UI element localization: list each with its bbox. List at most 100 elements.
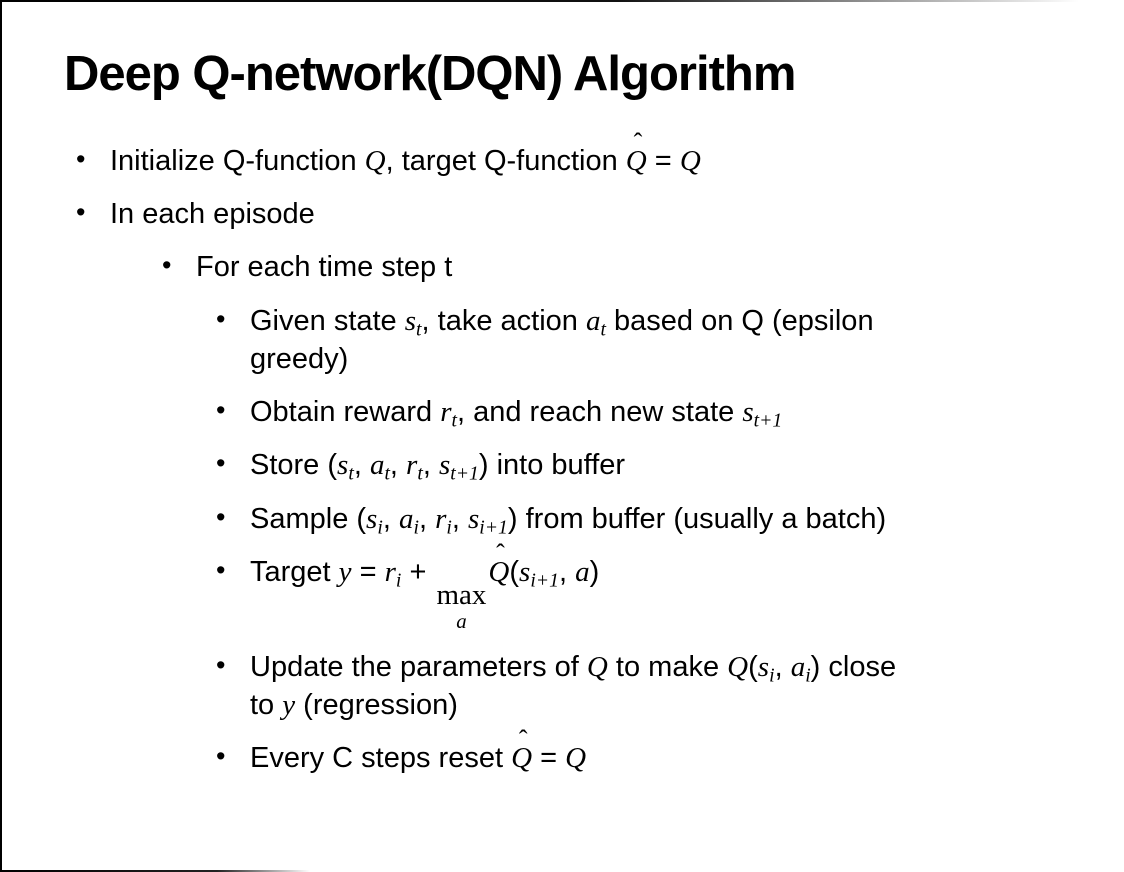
text-run: , [774,650,791,683]
text-run: , [389,449,407,482]
math-base: a [790,650,806,683]
math-var: st [337,449,354,483]
math-base: Q [511,742,533,775]
bullet-item: •Given state st, take action at based on… [216,302,1090,379]
text-run: Given state [250,304,405,337]
math-base: a [585,304,601,337]
text-run: based on Q (epsilon [605,304,874,337]
math-subscript: i [446,516,452,539]
bullet-marker: • [216,555,226,586]
bullet-marker: • [216,395,226,426]
math-base: s [757,650,770,683]
text-run: , [418,502,436,535]
math-base: s [404,304,417,337]
text-run: = [646,144,680,177]
math-var: y [339,556,352,588]
math-subscript: i [413,516,419,539]
math-base: y [338,556,352,589]
math-base: s [742,396,754,429]
bullet-marker: • [216,741,226,772]
text-run: ) close [810,650,897,683]
text-run: = [351,556,385,589]
math-subscript: t [451,409,457,432]
slide-bottom-edge [0,870,310,872]
math-subscript: t+1 [450,463,479,485]
slide-title: Deep Q-network(DQN) Algorithm [64,47,796,101]
math-base: y [282,688,296,721]
math-base: Q [625,144,647,177]
bullet-marker: • [216,649,226,680]
text-run: , [353,449,370,482]
math-var: si [757,650,775,687]
slide: Deep Q-network(DQN) Algorithm • Initializ… [64,47,1090,777]
math-var: ri [385,556,402,590]
bullet-item: •Store (st, at, rt, st+1) into buffer [216,446,1090,484]
math-subscript: t [417,463,423,485]
bullet-text: Initialize Q-function Q, target Q-functi… [110,129,701,180]
math-var: ai [398,502,419,539]
text-run: Target [250,556,339,589]
math-var: rt [406,449,423,483]
text-run: ) into buffer [478,449,626,482]
text-run: + [401,556,435,589]
math-subscript: t [384,463,390,485]
math-base: r [435,502,447,535]
math-subscript: t [416,318,422,341]
text-run: = [532,742,566,775]
math-subscript: t [348,463,354,485]
bullet-item: • Initialize Q-function Q, target Q-funct… [76,129,1090,180]
math-base: a [398,502,414,535]
math-var: st+1 [439,449,479,483]
bullet-item: •For each time step t [162,248,1090,286]
math-var: Q [727,651,748,683]
text-run: , take action [421,304,586,337]
math-subscript: i [769,664,775,687]
math-base: s [337,449,349,482]
text-run: Store ( [250,449,338,482]
math-subscript: i [395,569,402,592]
bullet-text: Store (st, at, rt, st+1) into buffer [250,446,625,484]
text-run: , target Q-function [385,144,626,177]
math-var: at [370,449,390,483]
math-base: s [366,502,378,535]
math-var: Q [565,742,586,774]
max-under-var: a [456,608,467,633]
text-run: , [451,502,468,535]
math-var: si [366,502,383,539]
math-base: Q [565,742,587,775]
math-subscript: t+1 [753,409,783,432]
math-base: a [575,556,590,589]
math-base: Q [727,650,749,683]
math-subscript: t [600,318,606,341]
math-var: rt [440,396,457,430]
text-run: ) [589,556,600,589]
math-var: at [585,304,606,341]
slide-top-edge [0,0,1124,2]
math-base: Q [586,650,608,683]
hat-accent: ˆ [633,127,643,157]
math-base: r [406,449,418,482]
math-subscript: i+1 [530,569,559,592]
bullet-marker: • [216,501,226,532]
math-base: r [440,396,452,429]
math-var: Q [365,145,386,177]
math-subscript: i [377,516,383,539]
math-base: s [467,502,480,535]
bullet-item: •Sample (si, ai, ri, si+1) from buffer (… [216,500,1090,538]
text-run: Sample ( [250,502,367,535]
math-var: Q [587,651,608,683]
text-run: (regression) [295,688,458,721]
math-var: a [575,556,590,588]
math-var: si+1 [519,556,559,590]
bullet-list: • Initialize Q-function Q, target Q-funct… [64,129,1090,777]
bullet-marker: • [76,143,86,174]
bullet-marker: • [216,303,226,334]
text-run: ( [748,650,758,683]
bullet-text: For each time step t [196,248,452,286]
text-run: , [558,556,576,589]
